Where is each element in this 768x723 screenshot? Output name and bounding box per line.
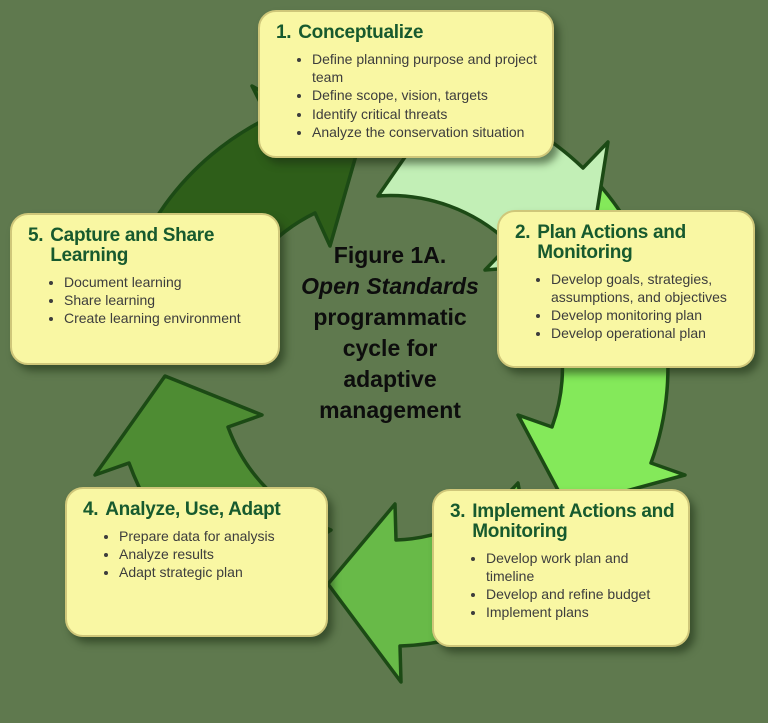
step-title: 1. Conceptualize (276, 22, 424, 43)
step-number: 1. (276, 22, 292, 43)
step-title: 2. Plan Actions and Monitoring (515, 222, 686, 263)
step-bullet: Develop goals, strategies, assumptions, … (551, 270, 743, 306)
caption-line: management (319, 397, 461, 423)
step-bullet: Prepare data for analysis (119, 527, 316, 545)
step-bullet: Adapt strategic plan (119, 563, 316, 581)
step-bullet-list: Develop goals, strategies, assumptions, … (515, 270, 743, 343)
step-box-1-conceptualize: 1. Conceptualize Define planning purpose… (258, 10, 554, 158)
step-bullet: Analyze the conservation situation (312, 123, 542, 141)
step-bullet: Identify critical threats (312, 105, 542, 123)
step-number: 5. (28, 225, 44, 246)
step-number: 4. (83, 499, 99, 520)
step-bullet: Share learning (64, 291, 268, 309)
step-bullet-list: Document learning Share learning Create … (28, 273, 268, 328)
step-bullet: Implement plans (486, 603, 678, 621)
step-bullet-list: Prepare data for analysis Analyze result… (83, 527, 316, 582)
step-bullet: Develop monitoring plan (551, 306, 743, 324)
step-title: 5. Capture and Share Learning (28, 225, 215, 266)
caption-line: adaptive (343, 366, 437, 392)
step-box-4-analyze-use-adapt: 4. Analyze, Use, Adapt Prepare data for … (65, 487, 328, 637)
step-bullet: Define planning purpose and project team (312, 50, 542, 86)
step-bullet: Create learning environment (64, 309, 268, 327)
step-number: 2. (515, 222, 531, 243)
step-bullet: Analyze results (119, 545, 316, 563)
step-bullet: Develop and refine budget (486, 585, 678, 603)
step-box-3-implement-actions: 3. Implement Actions and Monitoring Deve… (432, 489, 690, 647)
step-bullet: Define scope, vision, targets (312, 86, 542, 104)
step-title: 3. Implement Actions and Monitoring (450, 501, 675, 542)
step-bullet-list: Define planning purpose and project team… (276, 50, 542, 141)
figure-caption: Figure 1A. Open Standards programmatic c… (283, 240, 497, 426)
step-box-5-capture-share-learning: 5. Capture and Share Learning Document l… (10, 213, 280, 365)
step-bullet: Develop work plan and timeline (486, 549, 678, 585)
step-title: 4. Analyze, Use, Adapt (83, 499, 281, 520)
caption-line: cycle for (342, 335, 438, 361)
caption-line-open-standards: Open Standards (301, 273, 479, 299)
caption-line: programmatic (313, 304, 467, 330)
step-number: 3. (450, 501, 466, 522)
caption-line: Figure 1A. (333, 242, 447, 268)
step-bullet-list: Develop work plan and timeline Develop a… (450, 549, 678, 622)
step-bullet: Document learning (64, 273, 268, 291)
step-bullet: Develop operational plan (551, 324, 743, 342)
step-box-2-plan-actions: 2. Plan Actions and Monitoring Develop g… (497, 210, 755, 368)
